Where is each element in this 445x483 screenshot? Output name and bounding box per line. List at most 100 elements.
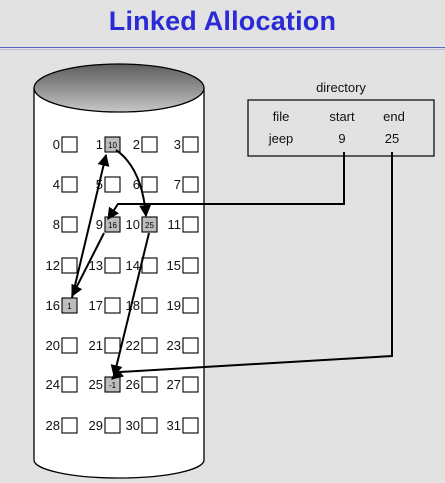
block-next-pointer: -1 bbox=[109, 381, 117, 390]
title-divider bbox=[0, 47, 445, 48]
free-block-box bbox=[104, 417, 121, 434]
block-19: 19 bbox=[167, 297, 199, 314]
block-13: 13 bbox=[89, 257, 121, 274]
directory-box bbox=[247, 99, 435, 157]
block-number-label: 0 bbox=[53, 137, 60, 152]
block-number-label: 10 bbox=[126, 217, 140, 232]
block-number-label: 24 bbox=[46, 377, 60, 392]
free-block-box bbox=[141, 376, 158, 393]
free-block-box bbox=[61, 176, 78, 193]
block-number-label: 28 bbox=[46, 418, 60, 433]
allocated-block-box bbox=[61, 297, 78, 314]
block-10: 10 25 bbox=[126, 216, 158, 233]
free-block-box bbox=[141, 257, 158, 274]
block-24: 24 bbox=[46, 376, 78, 393]
block-30: 30 bbox=[126, 417, 158, 434]
free-block-box bbox=[141, 417, 158, 434]
block-0: 0 bbox=[53, 136, 78, 153]
block-15: 15 bbox=[167, 257, 199, 274]
block-number-label: 31 bbox=[167, 418, 181, 433]
block-28: 28 bbox=[46, 417, 78, 434]
link-1-to-10-arrow bbox=[115, 149, 152, 218]
title-divider-shadow bbox=[0, 49, 445, 50]
free-block-box bbox=[61, 376, 78, 393]
block-number-label: 4 bbox=[53, 177, 60, 192]
free-block-box bbox=[141, 136, 158, 153]
block-number-label: 19 bbox=[167, 298, 181, 313]
block-25: 25 -1 bbox=[89, 376, 121, 393]
block-6: 6 bbox=[133, 176, 158, 193]
block-number-label: 12 bbox=[46, 258, 60, 273]
link-arrows bbox=[71, 149, 393, 380]
block-number-label: 30 bbox=[126, 418, 140, 433]
block-number-label: 17 bbox=[89, 298, 103, 313]
block-number-label: 18 bbox=[126, 298, 140, 313]
block-number-label: 21 bbox=[89, 338, 103, 353]
link-9-to-16-arrow bbox=[71, 232, 105, 298]
block-1: 1 10 bbox=[96, 136, 121, 153]
start-pointer-arrow bbox=[107, 152, 345, 220]
block-number-label: 16 bbox=[46, 298, 60, 313]
free-block-box bbox=[182, 257, 199, 274]
block-next-pointer: 10 bbox=[108, 141, 117, 150]
block-21: 21 bbox=[89, 337, 121, 354]
free-block-box bbox=[141, 176, 158, 193]
free-block-box bbox=[104, 176, 121, 193]
free-block-box bbox=[61, 417, 78, 434]
block-7: 7 bbox=[174, 176, 199, 193]
block-number-label: 25 bbox=[89, 377, 103, 392]
free-block-box bbox=[104, 257, 121, 274]
free-block-box bbox=[182, 297, 199, 314]
allocated-block-box bbox=[104, 136, 121, 153]
block-2: 2 bbox=[133, 136, 158, 153]
block-31: 31 bbox=[167, 417, 199, 434]
block-number-label: 23 bbox=[167, 338, 181, 353]
free-block-box bbox=[182, 337, 199, 354]
directory-header-file: file bbox=[273, 109, 290, 124]
block-14: 14 bbox=[126, 257, 158, 274]
free-block-box bbox=[61, 337, 78, 354]
directory-table: directory file start end jeep 9 25 bbox=[247, 80, 435, 157]
block-number-label: 8 bbox=[53, 217, 60, 232]
block-number-label: 15 bbox=[167, 258, 181, 273]
block-23: 23 bbox=[167, 337, 199, 354]
free-block-box bbox=[182, 136, 199, 153]
link-16-to-1-arrow bbox=[71, 153, 110, 299]
free-block-box bbox=[61, 257, 78, 274]
block-29: 29 bbox=[89, 417, 121, 434]
block-number-label: 20 bbox=[46, 338, 60, 353]
block-number-label: 2 bbox=[133, 137, 140, 152]
block-number-label: 14 bbox=[126, 258, 140, 273]
block-next-pointer: 25 bbox=[145, 221, 154, 230]
free-block-box bbox=[182, 216, 199, 233]
free-block-box bbox=[104, 297, 121, 314]
slide-title: Linked Allocation bbox=[108, 6, 337, 36]
directory-cell-end: 25 bbox=[385, 131, 399, 146]
link-10-to-25-arrow bbox=[110, 232, 150, 378]
block-12: 12 bbox=[46, 257, 78, 274]
block-next-pointer: 1 bbox=[67, 302, 72, 311]
block-number-label: 13 bbox=[89, 258, 103, 273]
block-number-label: 29 bbox=[89, 418, 103, 433]
free-block-box bbox=[182, 176, 199, 193]
block-4: 4 bbox=[53, 176, 78, 193]
free-block-box bbox=[61, 136, 78, 153]
directory-caption: directory bbox=[316, 80, 366, 95]
free-block-box bbox=[104, 337, 121, 354]
free-block-box bbox=[61, 216, 78, 233]
directory-header-start: start bbox=[329, 109, 355, 124]
block-number-label: 1 bbox=[96, 137, 103, 152]
disk-top bbox=[33, 63, 205, 113]
block-18: 18 bbox=[126, 297, 158, 314]
directory-cell-file: jeep bbox=[268, 131, 294, 146]
block-number-label: 6 bbox=[133, 177, 140, 192]
block-number-label: 7 bbox=[174, 177, 181, 192]
block-27: 27 bbox=[167, 376, 199, 393]
directory-cell-start: 9 bbox=[338, 131, 345, 146]
block-number-label: 3 bbox=[174, 137, 181, 152]
block-26: 26 bbox=[126, 376, 158, 393]
free-block-box bbox=[141, 337, 158, 354]
